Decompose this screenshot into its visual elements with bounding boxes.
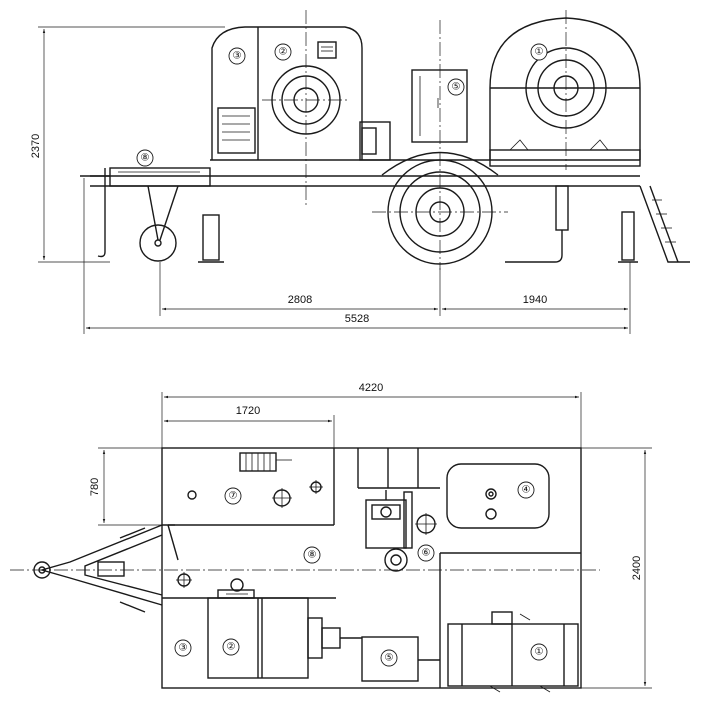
cable-drum — [489, 10, 641, 170]
dimension-height-total: 2370 — [30, 26, 225, 263]
winch-top — [207, 578, 362, 679]
callout-6: ⑥ — [422, 548, 431, 559]
main-wheel — [372, 151, 508, 265]
dim-label-780: 780 — [89, 478, 101, 496]
dim-label-2400: 2400 — [631, 556, 643, 580]
callout-4: ④ — [522, 485, 531, 496]
dimension-2808: 2808 — [159, 262, 441, 316]
dimension-5528: 5528 — [83, 178, 628, 334]
dimension-4220: 4220 — [161, 382, 582, 448]
dim-label-height: 2370 — [30, 134, 42, 158]
mechanism-6 — [176, 490, 437, 588]
top-callouts: ⑦ ④ ⑧ ⑥ ③ ② ⑤ ① — [174, 481, 548, 667]
callout-1: ① — [535, 647, 544, 658]
dim-label-2808: 2808 — [288, 294, 312, 306]
drum-top — [447, 611, 579, 693]
winch-housing — [211, 10, 391, 205]
side-view: 2370 — [30, 10, 690, 334]
callout-7: ⑦ — [229, 491, 238, 502]
dimension-1720: 1720 — [164, 405, 335, 448]
callout-8: ⑧ — [141, 153, 150, 164]
side-callouts: ③ ② ⑤ ① ⑧ — [136, 43, 548, 167]
section-7 — [187, 452, 323, 508]
dim-label-1720: 1720 — [236, 405, 260, 417]
control-box — [411, 20, 468, 270]
callout-8: ⑧ — [308, 550, 317, 561]
top-view: 4220 1720 780 2400 — [10, 382, 652, 693]
dimension-1940: 1940 — [442, 262, 631, 334]
callout-3: ③ — [179, 643, 188, 654]
motor-5 — [361, 636, 440, 682]
callout-3: ③ — [233, 51, 242, 62]
dimension-780: 780 — [89, 447, 162, 526]
callout-2: ② — [279, 47, 288, 58]
dimension-2400: 2400 — [581, 447, 652, 689]
callout-5: ⑤ — [452, 82, 461, 93]
dim-label-1940: 1940 — [523, 294, 547, 306]
callout-1: ① — [535, 47, 544, 58]
callout-2: ② — [227, 642, 236, 653]
tank-4 — [446, 463, 550, 529]
dim-label-5528: 5528 — [345, 313, 369, 325]
chassis-frame — [80, 159, 690, 263]
dim-label-4220: 4220 — [359, 382, 383, 394]
callout-5: ⑤ — [385, 653, 394, 664]
tow-bar — [33, 524, 179, 613]
